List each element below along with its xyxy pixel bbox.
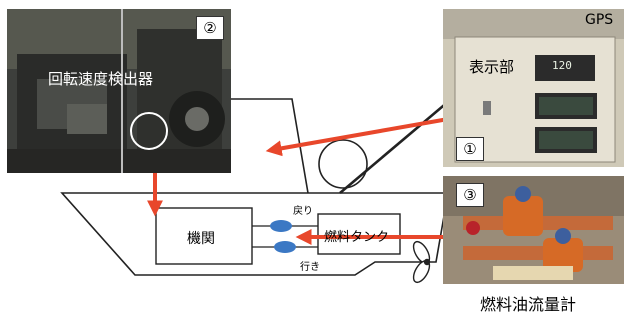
engine-label: 機関: [187, 228, 215, 248]
engine-photo-badge: ②: [196, 16, 224, 40]
display-unit-caption: 表示部: [469, 56, 514, 77]
radar-dome: [319, 140, 367, 188]
flowmeter-caption: 燃料油流量計: [480, 291, 576, 315]
arrow-display-to-wheelhouse: [272, 118, 454, 150]
gps-label: GPS: [585, 12, 613, 28]
display-photo-badge: ①: [456, 137, 484, 161]
display-readout: 120: [552, 59, 572, 72]
fuel-tank-label: 燃料タンク: [324, 226, 389, 245]
rpm-sensor-caption: 回転速度検出器: [48, 68, 153, 89]
return-flow-marker: [270, 220, 292, 232]
supply-flow-marker: [274, 241, 296, 253]
supply-label: 行き: [300, 258, 320, 273]
flowmeter-photo-badge: ③: [456, 183, 484, 207]
return-label: 戻り: [293, 202, 313, 217]
